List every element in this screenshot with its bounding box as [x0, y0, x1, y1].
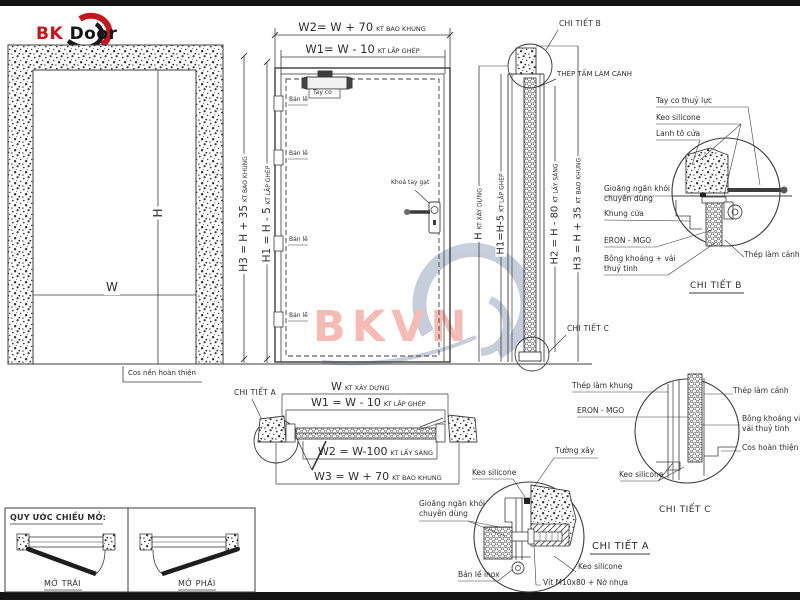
- dim-w1-plan-text: W1 = W - 10: [311, 396, 381, 409]
- wall-dim-h: H: [151, 206, 165, 220]
- detail-b-lintel-label: Lanh tô cửa: [656, 129, 701, 138]
- swing-left-label: MỞ TRÁI: [44, 579, 81, 588]
- dim-h-section: H KT XÂY DỰNG: [473, 186, 485, 242]
- hinge-label-3: Bản lề: [289, 236, 308, 243]
- detail-b-wool-label-1: Bông khoáng + vải: [604, 254, 676, 263]
- detail-b-closer-label: Tay co thuỷ lực: [656, 96, 713, 105]
- dim-w1-unit: KT LẮP GHÉP: [377, 47, 420, 55]
- brand-logo: BK Door: [36, 24, 117, 44]
- detail-a-drawing: [419, 457, 650, 593]
- detail-a-wall-label: Tường xây: [555, 446, 595, 455]
- dim-h1-section: H1=H-5 KT LẮP GHÉP: [495, 171, 507, 257]
- dim-h-section-unit: KT XÂY DỰNG: [476, 188, 484, 230]
- hinge-markers: [273, 95, 308, 328]
- detail-b-silicone-label: Keo silicone: [656, 113, 701, 122]
- dim-h1-door-unit: KT LẮP GHÉP: [265, 165, 272, 205]
- lock-drawing: [404, 189, 441, 234]
- wall-dim-w: W: [104, 280, 120, 295]
- dim-h-section-text: H: [473, 232, 485, 240]
- dim-w2-unit: KT BAO KHUNG: [376, 25, 426, 33]
- plan-view: [251, 393, 478, 485]
- detail-b-wool-label-2: thuỷ tinh: [604, 264, 638, 273]
- detail-a-ref: CHI TIẾT A: [234, 388, 277, 397]
- dim-w2-plan-text: W2 = W-100: [318, 445, 388, 458]
- hinge-label-2: Bản lề: [289, 150, 308, 157]
- detail-c-drawing: [572, 373, 741, 484]
- detail-a-gasket-label-2: chuyên dùng: [419, 509, 468, 518]
- dim-h3-section-unit: KT BAO KHUNG: [575, 157, 583, 204]
- vertical-section: [478, 29, 579, 372]
- dim-w2-text: W2= W + 70: [298, 20, 374, 34]
- dim-h3-door: H3 = H + 35 KT BAO KHUNG: [238, 154, 250, 274]
- detail-b-leaf-steel-label: Thép làm cánh: [744, 250, 800, 259]
- detail-b-ref: CHI TIẾT B: [559, 19, 602, 28]
- swing-heading: QUY ƯỚC CHIỀU MỞ:: [10, 513, 107, 522]
- detail-a-title: CHI TIẾT A: [592, 541, 650, 552]
- detail-b-title: CHI TIẾT B: [690, 281, 742, 291]
- dim-w1-plan-unit: KT LẮP GHÉP: [383, 400, 426, 408]
- dim-h3-section-text: H3 = H + 35: [572, 206, 584, 271]
- detail-c-wool-label-1: Bông khoáng và: [742, 414, 800, 423]
- dim-w-plan-unit: KT XÂY DỰNG: [344, 384, 390, 392]
- dim-h1-door-text: H1 = H - 5: [261, 207, 273, 263]
- dim-w2-plan-unit: KT LẤY SÁNG: [390, 449, 433, 457]
- closer-label: Tay co: [313, 89, 332, 96]
- detail-b-eron-label: ERON - MGO: [604, 236, 652, 245]
- detail-c-title: CHI TIẾT C: [659, 505, 712, 515]
- dim-w3-plan-text: W3 = W + 70: [314, 470, 390, 483]
- dim-h1-section-unit: KT LẮP GHÉP: [498, 173, 506, 212]
- floor-level-label: Cos nền hoàn thiện: [128, 369, 196, 377]
- leaf-steel-label: THÉP TẤM LÀM CÁNH: [557, 70, 633, 78]
- watermark: BKVN: [313, 242, 535, 366]
- detail-a-hinge-label: Bản lề inox: [458, 570, 500, 579]
- dim-h3-section: H3 = H + 35 KT BAO KHUNG: [572, 155, 584, 273]
- detail-a-silicone-bottom-label: Keo silicone: [578, 562, 623, 571]
- detail-c-eron-label: ERON - MGO: [577, 406, 625, 415]
- dim-h1-door: H1 = H - 5 KT LẮP GHÉP: [261, 163, 273, 265]
- detail-a-gasket-label-1: Gioăng ngăn khói: [419, 499, 485, 508]
- detail-b-frame-label: Khung cửa: [604, 209, 644, 218]
- detail-c-wool-label-2: vải thuỷ tinh: [742, 424, 790, 433]
- dim-h3-door-unit: KT BAO KHUNG: [242, 156, 249, 202]
- dim-h2-section-unit: KT LẤY SÁNG: [552, 163, 560, 203]
- detail-c-ref: CHI TIẾT C: [567, 324, 610, 333]
- dim-w3-plan-unit: KT BAO KHUNG: [392, 474, 442, 482]
- dim-h2-section-text: H2 = H - 80: [549, 205, 561, 265]
- hinge-label-4: Bản lề: [289, 312, 308, 319]
- watermark-text: BKVN: [313, 302, 472, 352]
- lock-label: Khoá tay gạt: [391, 179, 430, 186]
- dim-h3-door-text: H3 = H + 35: [238, 204, 250, 272]
- logo-bk: BK: [36, 24, 64, 44]
- detail-b-drawing: [603, 106, 792, 294]
- detail-c-leaf-steel-label: Thép làm cánh: [733, 386, 789, 395]
- detail-b-gasket-label-2: chuyên dùng: [604, 194, 653, 203]
- logo-door: Door: [69, 24, 118, 44]
- detail-a-screw-label: Vít M10x80 + Nở nhựa: [543, 578, 629, 587]
- detail-c-cos-label: Cos hoàn thiện: [742, 443, 799, 452]
- detail-b-gasket-label-1: Gioăng ngăn khói: [604, 184, 670, 193]
- detail-c-silicone-label: Keo silicone: [619, 470, 664, 479]
- hinge-label-1: Bản lề: [289, 96, 308, 103]
- detail-c-frame-steel-label: Thép làm khung: [572, 381, 633, 390]
- swing-convention: [4, 507, 256, 593]
- detail-a-silicone-top-label: Keo silicone: [472, 468, 517, 477]
- swing-right-label: MỞ PHẢI: [178, 579, 216, 588]
- dim-w1-text: W1= W - 10: [305, 42, 375, 56]
- dim-h2-section: H2 = H - 80 KT LẤY SÁNG: [549, 161, 561, 267]
- dim-h1-section-text: H1=H-5: [495, 214, 507, 255]
- dim-w-plan-text: W: [331, 380, 342, 393]
